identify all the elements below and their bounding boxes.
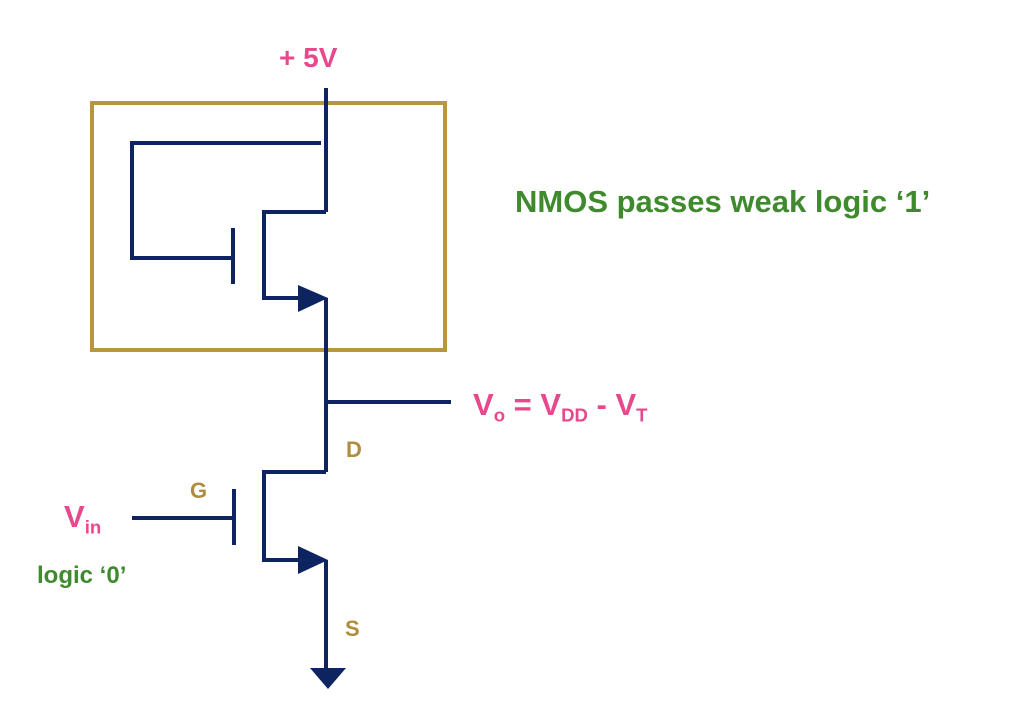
gate-label: G — [190, 478, 208, 503]
top-nmos-transistor — [130, 88, 451, 472]
output-v: V — [473, 387, 494, 422]
ground-arrow — [310, 668, 346, 689]
source-label: S — [345, 616, 360, 641]
top-source-arrow — [298, 285, 328, 312]
bottom-channel — [262, 470, 326, 562]
output-voltage-label: Vo = VDD - VT — [473, 387, 648, 426]
output-dd-sub: DD — [561, 404, 588, 426]
output-o-sub: o — [493, 404, 506, 426]
bottom-source-arrow — [298, 546, 328, 574]
bottom-nmos-transistor — [132, 470, 328, 672]
output-minus: - V — [587, 387, 637, 422]
input-logic-label: logic ‘0’ — [37, 562, 127, 589]
diagram-title: NMOS passes weak logic ‘1’ — [515, 184, 931, 219]
input-voltage-label: Vin — [64, 499, 102, 538]
gate-tie-wire — [130, 141, 321, 260]
input-in-sub: in — [84, 516, 102, 538]
output-eq: = V — [505, 387, 562, 422]
output-t-sub: T — [636, 404, 648, 426]
supply-label: + 5V — [279, 42, 338, 73]
top-channel — [262, 210, 326, 300]
drain-label: D — [346, 437, 362, 462]
highlight-box — [90, 101, 447, 352]
input-v: V — [64, 499, 85, 534]
